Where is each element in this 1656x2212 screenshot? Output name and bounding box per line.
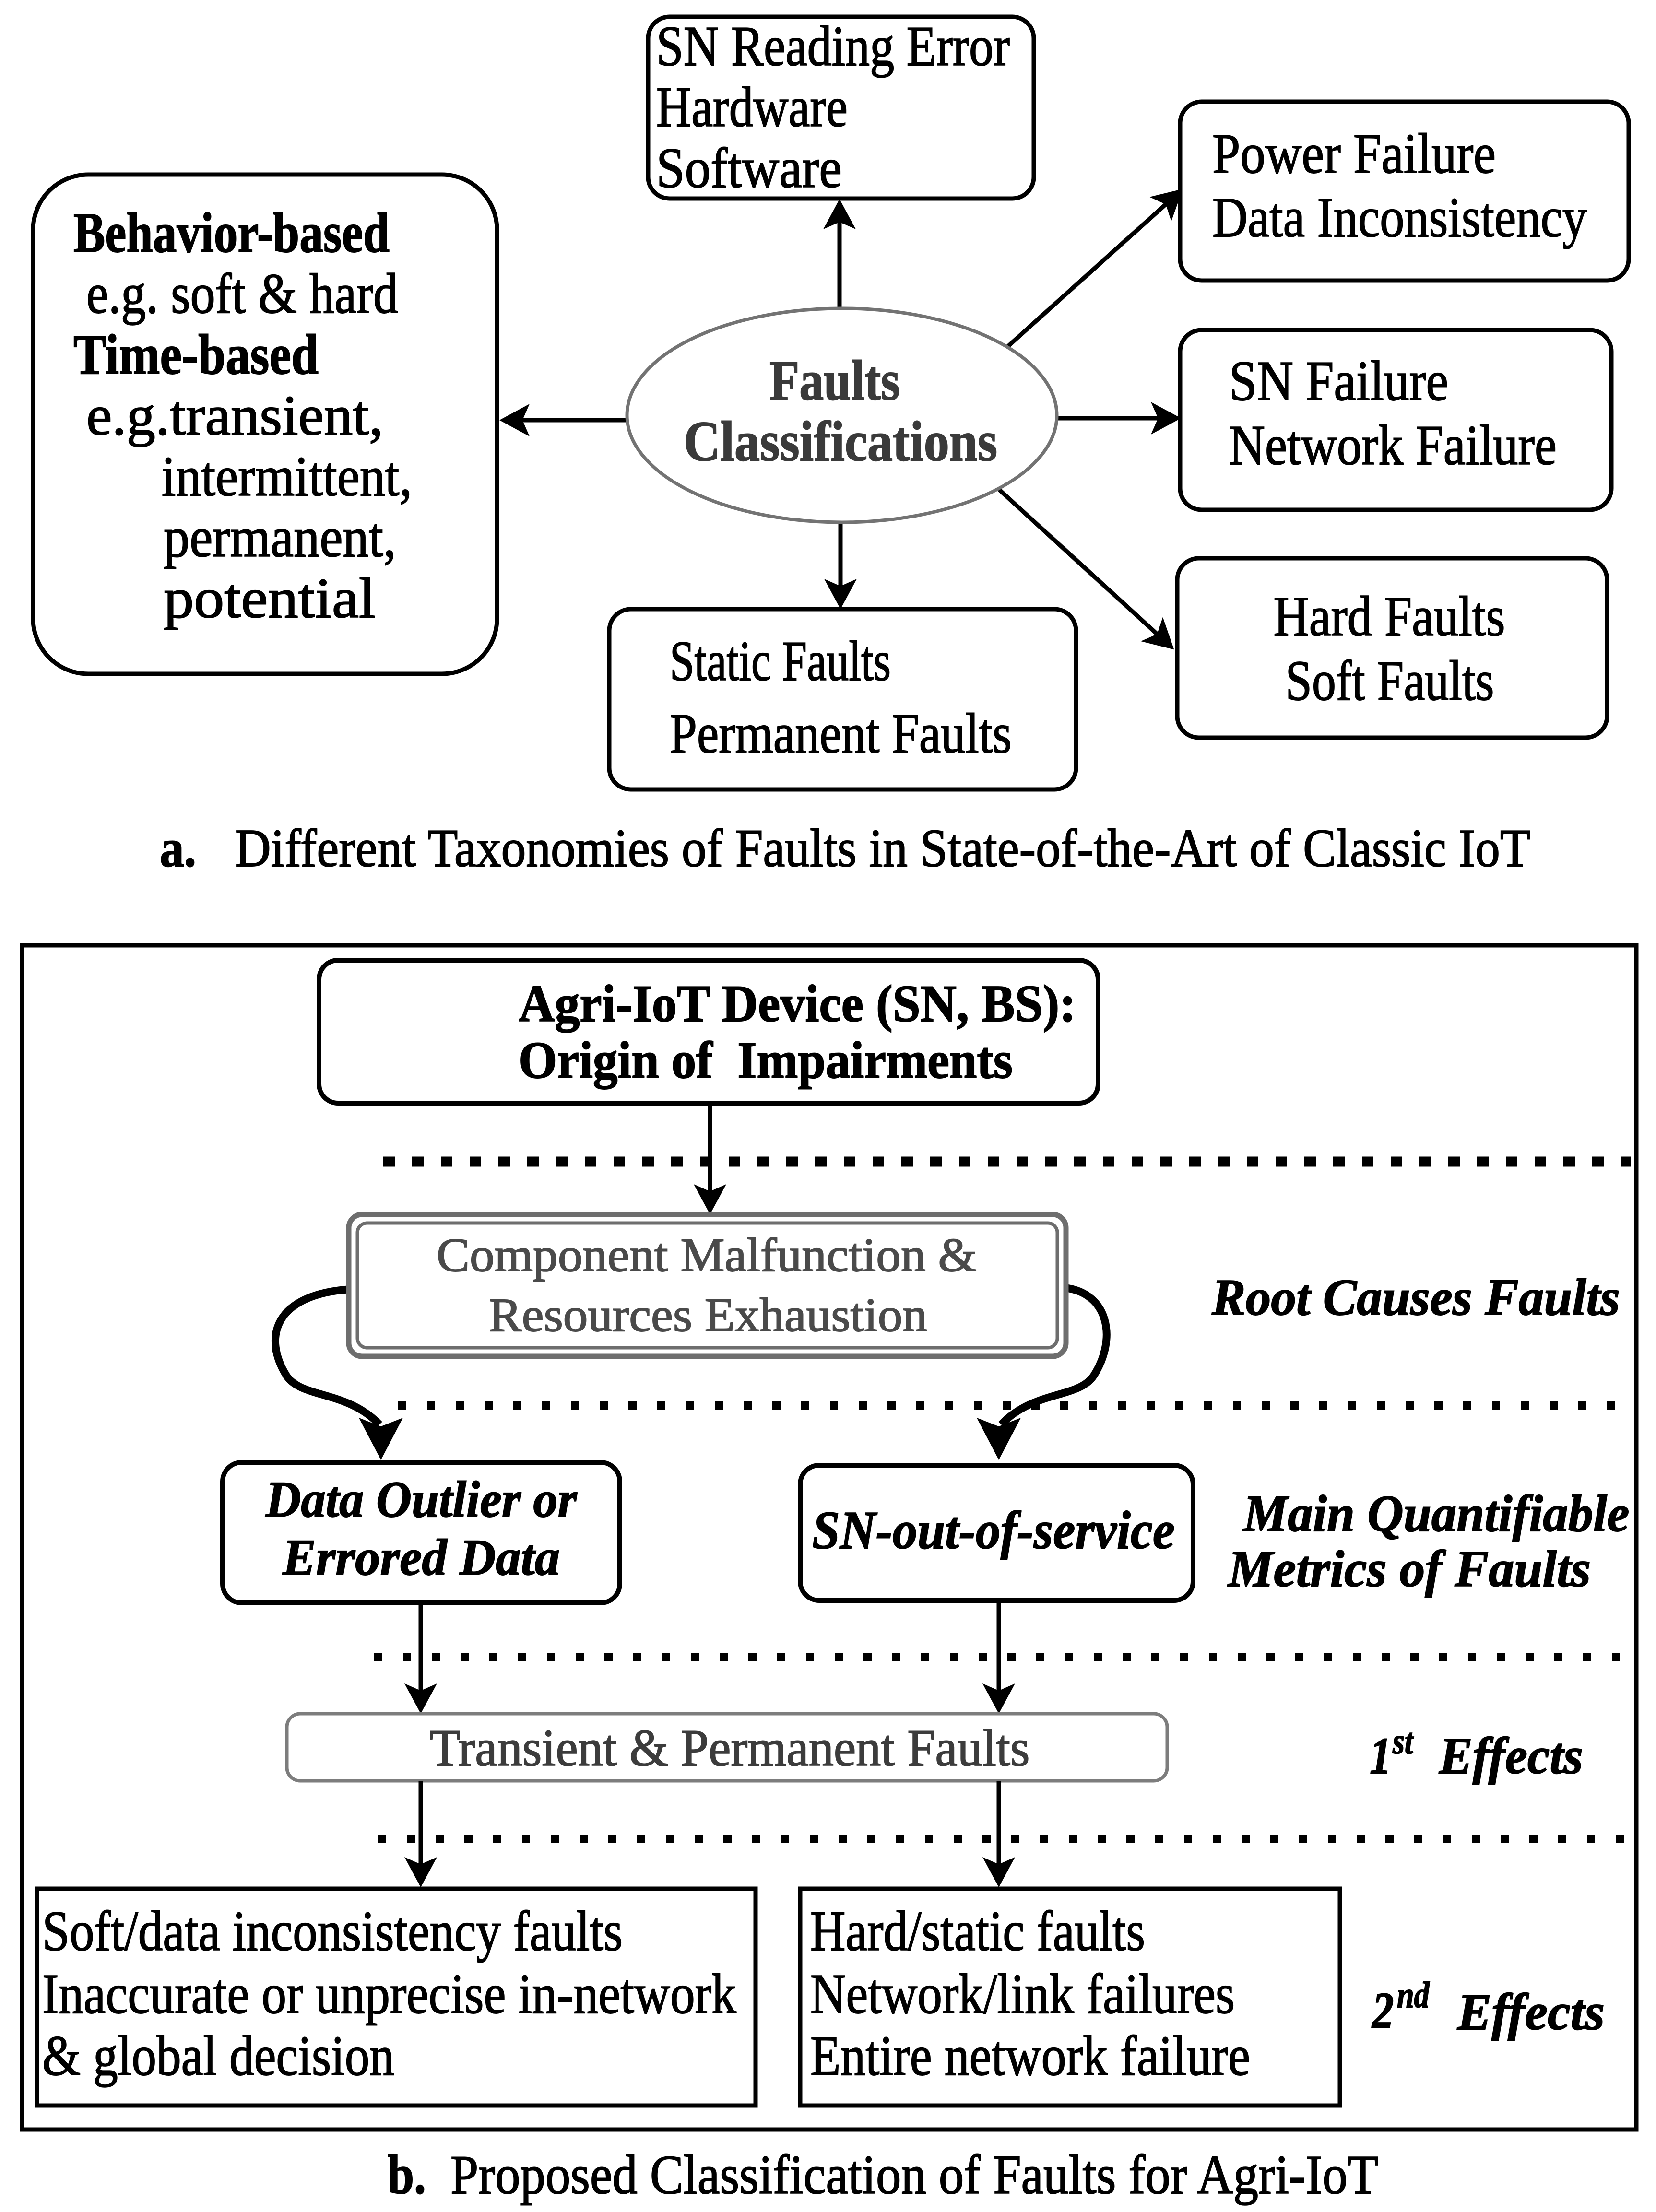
svg-text:Static Faults: Static Faults bbox=[670, 629, 891, 693]
svg-text:Data Inconsistency: Data Inconsistency bbox=[1212, 186, 1587, 249]
svg-text:Resources Exhaustion: Resources Exhaustion bbox=[489, 1288, 927, 1341]
svg-text:Network Failure: Network Failure bbox=[1229, 413, 1557, 477]
svg-text:Origin of Impairments: Origin of Impairments bbox=[519, 1031, 1013, 1089]
svg-text:Component Malfunction &: Component Malfunction & bbox=[437, 1228, 977, 1281]
svg-text:e.g. soft & hard: e.g. soft & hard bbox=[86, 262, 398, 325]
svg-text:Agri-IoT Device (SN, BS):: Agri-IoT Device (SN, BS): bbox=[519, 975, 1076, 1033]
svg-text:e.g.transient,: e.g.transient, bbox=[86, 384, 383, 447]
svg-text:Root Causes Faults: Root Causes Faults bbox=[1211, 1269, 1620, 1326]
svg-text:Soft/data inconsistency faults: Soft/data inconsistency faults bbox=[42, 1899, 623, 1963]
svg-text:nd: nd bbox=[1397, 1975, 1430, 2015]
svg-text:& global decision: & global decision bbox=[42, 2024, 394, 2087]
svg-text:1: 1 bbox=[1370, 1727, 1391, 1785]
svg-text:Network/link failures: Network/link failures bbox=[810, 1962, 1235, 2025]
svg-text:intermittent,: intermittent, bbox=[162, 445, 412, 508]
svg-text:Software: Software bbox=[656, 136, 842, 200]
svg-text:Proposed Classification of Fau: Proposed Classification of Faults for Ag… bbox=[450, 2144, 1378, 2206]
svg-text:Inaccurate or unprecise in-net: Inaccurate or unprecise in-network bbox=[42, 1962, 736, 2025]
svg-text:Effects: Effects bbox=[1439, 1727, 1583, 1785]
svg-text:Time-based: Time-based bbox=[73, 323, 319, 386]
svg-text:SN-out-of-service: SN-out-of-service bbox=[812, 1501, 1175, 1560]
svg-text:Faults: Faults bbox=[769, 349, 900, 412]
svg-text:st: st bbox=[1392, 1721, 1414, 1762]
svg-text:Effects: Effects bbox=[1457, 1983, 1605, 2041]
svg-text:Hard Faults: Hard Faults bbox=[1273, 585, 1505, 648]
svg-text:b.: b. bbox=[388, 2144, 426, 2206]
svg-text:Behavior-based: Behavior-based bbox=[73, 201, 390, 264]
svg-text:Power Failure: Power Failure bbox=[1212, 122, 1496, 185]
svg-text:Soft Faults: Soft Faults bbox=[1286, 649, 1494, 712]
svg-text:Metrics of Faults: Metrics of Faults bbox=[1227, 1540, 1591, 1598]
svg-text:Transient & Permanent Faults: Transient & Permanent Faults bbox=[429, 1719, 1029, 1777]
svg-text:SN Failure: SN Failure bbox=[1229, 349, 1448, 412]
svg-text:Main Quantifiable: Main Quantifiable bbox=[1242, 1485, 1629, 1542]
svg-text:Errored Data: Errored Data bbox=[282, 1530, 560, 1586]
svg-text:permanent,: permanent, bbox=[164, 506, 396, 569]
svg-text:Data Outlier or: Data Outlier or bbox=[265, 1471, 578, 1528]
svg-text:Classifications: Classifications bbox=[684, 410, 997, 473]
svg-text:potential: potential bbox=[164, 566, 376, 630]
svg-text:2: 2 bbox=[1371, 1982, 1394, 2039]
svg-text:a.: a. bbox=[160, 819, 196, 878]
svg-text:Different Taxonomies of Faults: Different Taxonomies of Faults in State-… bbox=[235, 819, 1530, 878]
svg-text:Permanent Faults: Permanent Faults bbox=[670, 702, 1012, 765]
svg-text:Hard/static faults: Hard/static faults bbox=[810, 1899, 1145, 1963]
svg-text:SN Reading Error: SN Reading Error bbox=[656, 14, 1010, 78]
svg-text:Entire network failure: Entire network failure bbox=[810, 2024, 1250, 2087]
svg-text:Hardware: Hardware bbox=[656, 75, 848, 139]
